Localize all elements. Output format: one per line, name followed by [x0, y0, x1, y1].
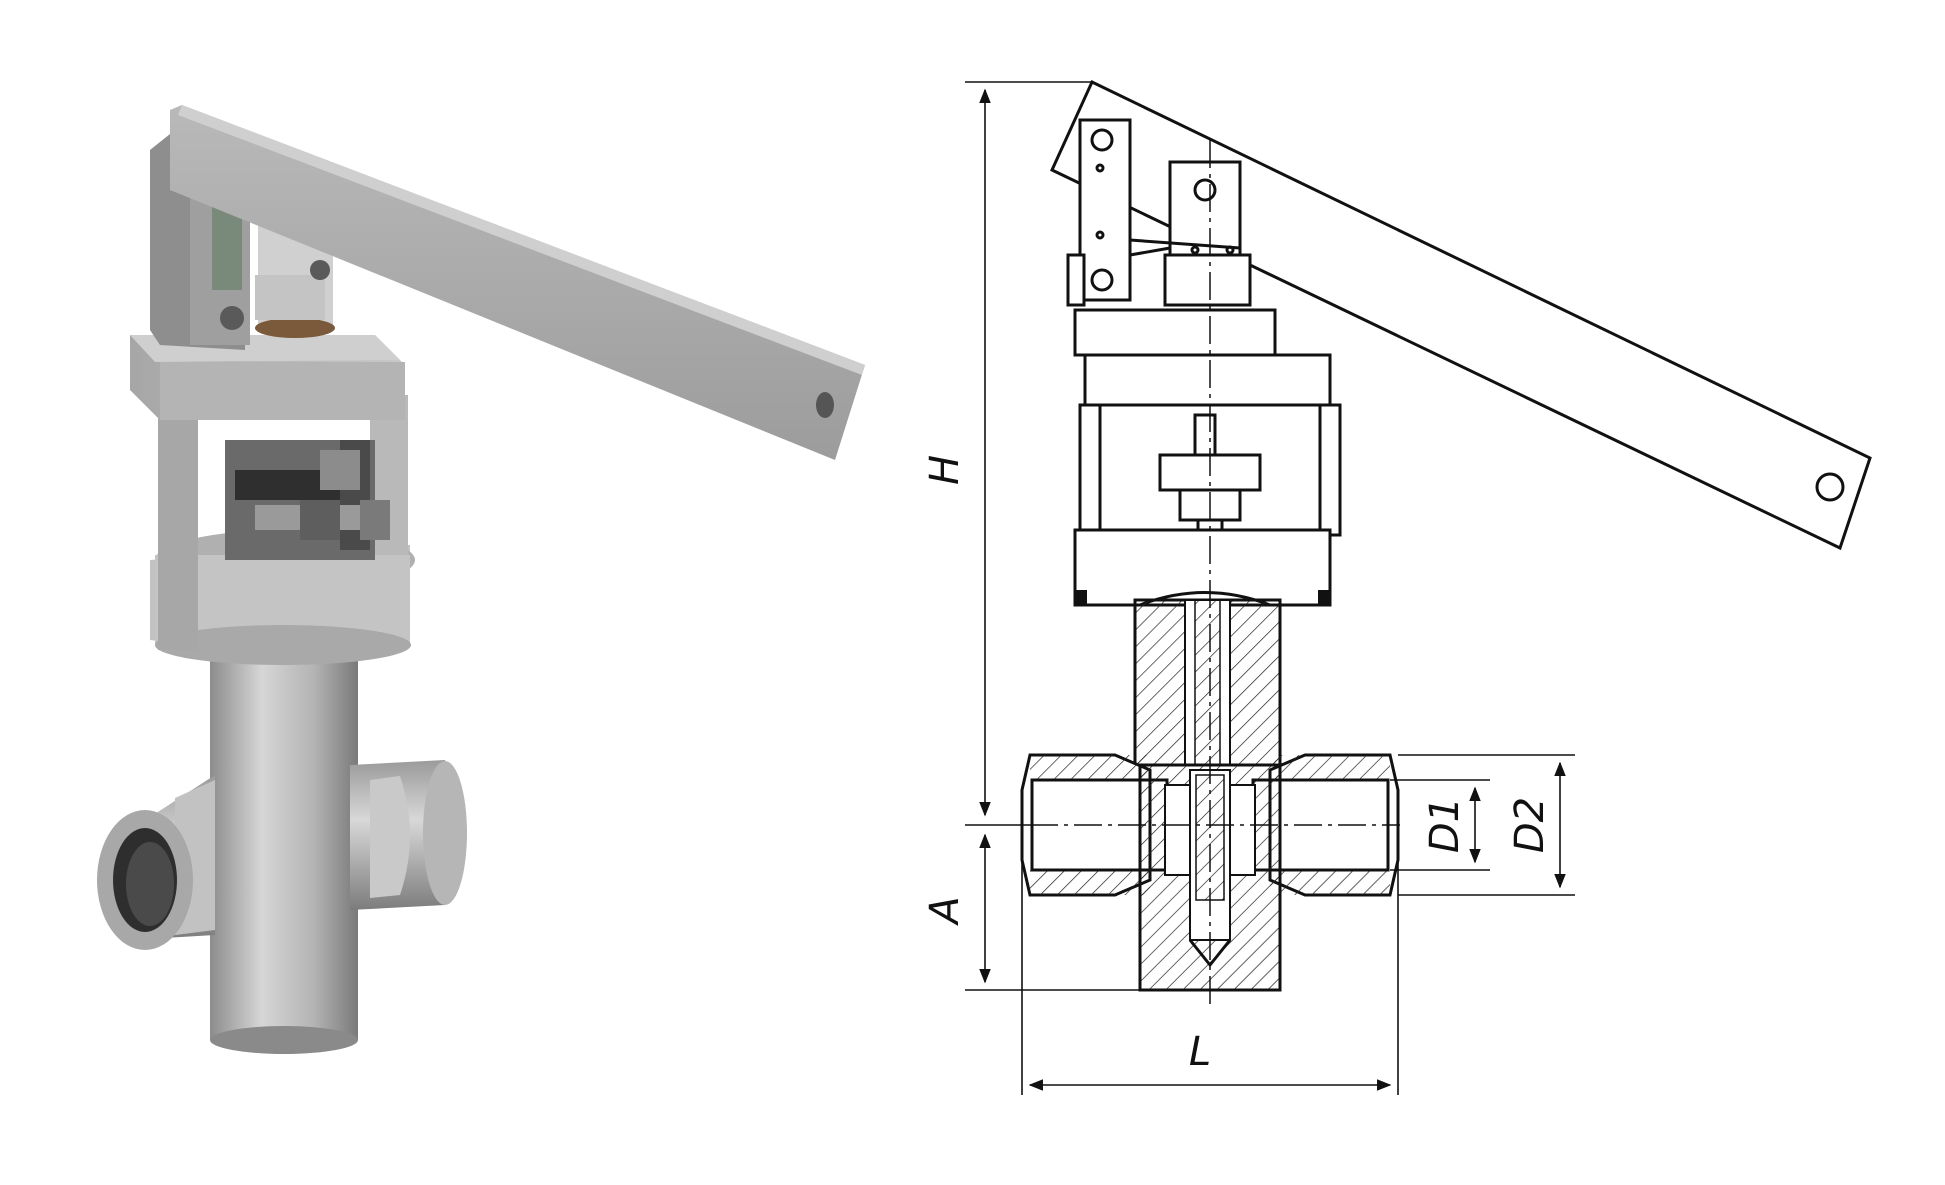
valve-engineering-drawing: H A L D1 D2	[922, 79, 1872, 1095]
dim-label-h: H	[922, 455, 968, 485]
dim-label-d1: D1	[1422, 797, 1468, 853]
valve-3d-render	[97, 105, 865, 1054]
dim-label-a: A	[922, 896, 968, 926]
dim-label-l: L	[1189, 1029, 1211, 1075]
dim-label-d2: D2	[1507, 797, 1553, 853]
